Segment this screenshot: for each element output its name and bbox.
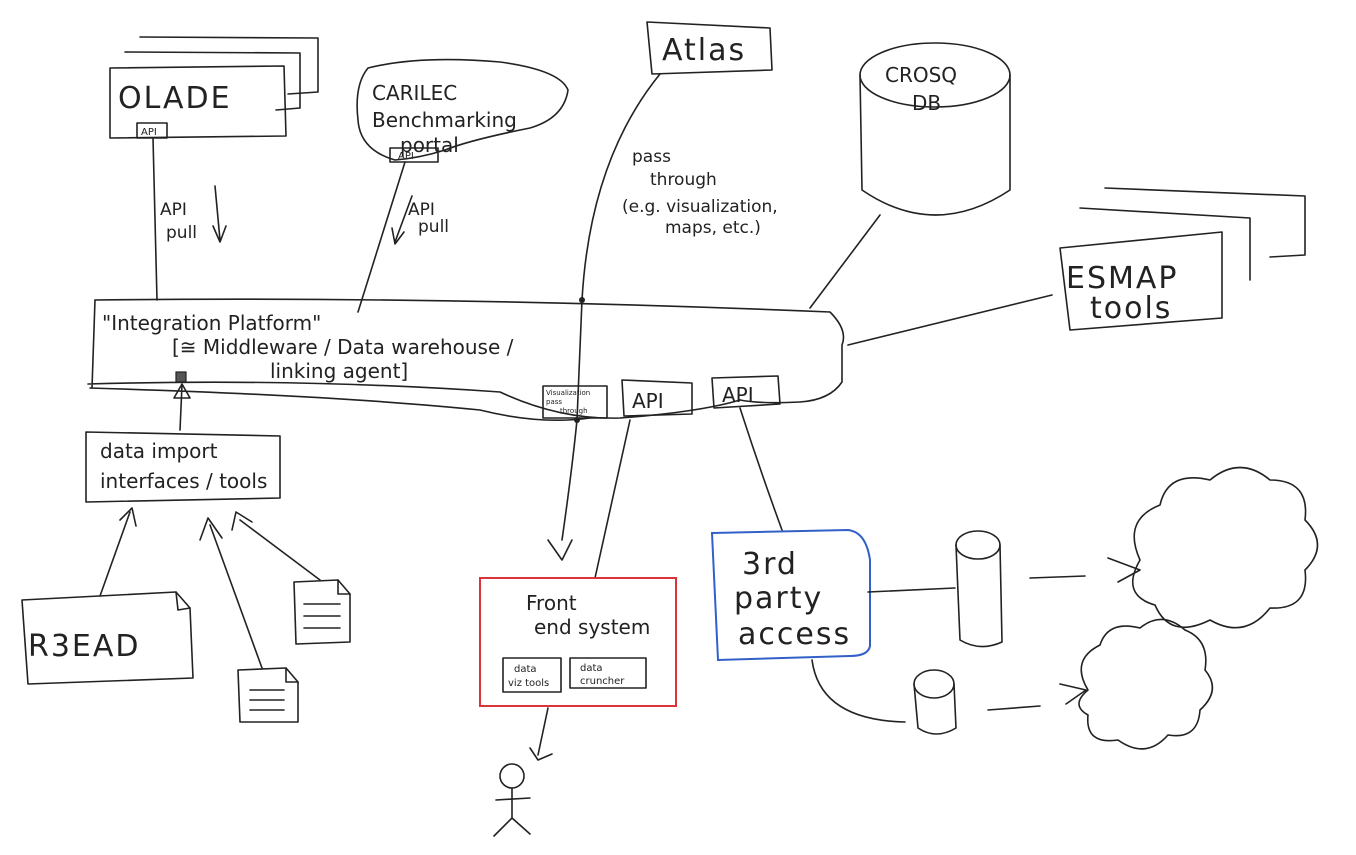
olade-integration-edge: API pull xyxy=(152,137,227,301)
atlas-pass-edge: pass through (e.g. visualization, maps, … xyxy=(547,73,778,561)
atlas-node: Atlas xyxy=(646,21,773,75)
frontend-sub1-line1: data xyxy=(514,664,537,675)
third-party-access-node: 3rd party access xyxy=(710,407,871,662)
down-arrow-icon xyxy=(547,539,573,561)
cloud-icon xyxy=(1059,618,1214,750)
data-import-node: data import interfaces / tools xyxy=(85,383,281,503)
carilec-api-tag: API xyxy=(398,151,414,162)
down-arrow-icon xyxy=(212,185,227,243)
frontend-system-node: Front end system data viz tools data cru… xyxy=(479,419,677,761)
olade-label: OLADE xyxy=(118,81,232,116)
integration-platform-node: "Integration Platform" [≅ Middleware / D… xyxy=(87,298,845,421)
integration-label-line3: linking agent] xyxy=(270,359,408,383)
data-import-label-line2: interfaces / tools xyxy=(100,469,267,493)
document-icon xyxy=(231,511,351,645)
frontend-sub2-line2: cruncher xyxy=(580,676,625,687)
frontend-label-line2: end system xyxy=(534,615,650,639)
crosq-label-line2: DB xyxy=(912,91,941,115)
viz-tag-line1: Visualization xyxy=(546,389,590,397)
integration-api-tag-2: API xyxy=(722,383,754,407)
data-import-label-line1: data import xyxy=(100,439,218,463)
third-party-label-line1: 3rd xyxy=(742,547,798,582)
frontend-label-line1: Front xyxy=(526,591,577,615)
integration-api-tag-1: API xyxy=(632,389,664,413)
up-arrow-icon xyxy=(173,383,191,399)
crosq-label-line1: CROSQ xyxy=(885,63,957,87)
carilec-node: CARILEC Benchmarking portal API xyxy=(356,58,569,163)
document-icon xyxy=(199,517,299,723)
atlas-label: Atlas xyxy=(662,33,746,68)
carilec-integration-edge: API pull xyxy=(357,161,449,313)
up-arrow-icon xyxy=(199,517,223,541)
carilec-pull-label-line1: API xyxy=(408,200,435,220)
atlas-pass-label-line3: (e.g. visualization, xyxy=(622,197,778,217)
crosq-db-node: CROSQ DB xyxy=(809,42,1011,309)
third-party-label-line2: party xyxy=(734,581,823,616)
carilec-label-line1: CARILEC xyxy=(372,81,457,105)
carilec-label-line3: portal xyxy=(400,133,459,157)
olade-api-tag: API xyxy=(141,127,157,138)
r3ead-node: R3EAD xyxy=(21,507,194,685)
down-arrow-icon xyxy=(529,747,553,761)
integration-label-line1: "Integration Platform" xyxy=(102,311,321,335)
database-icon xyxy=(867,530,1086,648)
carilec-label-line2: Benchmarking xyxy=(372,108,517,132)
r3ead-label: R3EAD xyxy=(28,629,141,664)
esmap-label-line1: ESMAP xyxy=(1066,261,1179,296)
atlas-pass-label-line1: pass xyxy=(632,147,671,167)
frontend-sub2-line1: data xyxy=(580,663,603,674)
frontend-sub1-line2: viz tools xyxy=(508,678,549,689)
esmap-label-line2: tools xyxy=(1090,291,1172,326)
esmap-tools-node: ESMAP tools xyxy=(847,187,1306,346)
olade-node: OLADE API xyxy=(109,36,319,139)
atlas-pass-label-line2: through xyxy=(650,170,717,190)
olade-pull-label-line2: pull xyxy=(166,223,197,243)
down-arrow-icon xyxy=(391,195,413,245)
up-arrow-icon xyxy=(231,511,253,531)
cloud-icon xyxy=(1107,466,1319,629)
carilec-pull-label-line2: pull xyxy=(418,217,449,237)
atlas-pass-label-line4: maps, etc.) xyxy=(665,218,761,238)
integration-label-line2: [≅ Middleware / Data warehouse / xyxy=(172,335,514,359)
up-arrow-icon xyxy=(119,507,137,527)
user-icon xyxy=(493,763,531,837)
viz-tag-line3: through xyxy=(560,407,588,415)
olade-pull-label-line1: API xyxy=(160,200,187,220)
database-icon xyxy=(811,659,1041,735)
third-party-label-line3: access xyxy=(738,617,851,652)
viz-tag-line2: pass xyxy=(546,398,562,406)
